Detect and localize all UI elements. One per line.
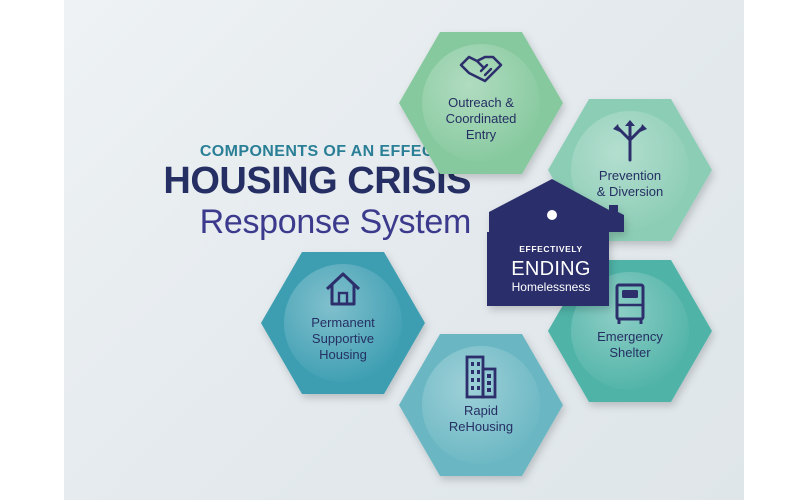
house-window-dot — [547, 210, 557, 220]
bed-icon — [615, 283, 645, 324]
center-house: EFFECTIVELY ENDING Homelessness — [487, 179, 624, 306]
hexagon-highlight — [570, 110, 690, 230]
center-line2: ENDING — [511, 258, 591, 280]
center-line3: Homelessness — [512, 280, 591, 294]
component-label-line: Shelter — [609, 345, 651, 360]
hexagon-highlight — [421, 345, 541, 465]
component-label-line: & Diversion — [597, 184, 663, 199]
house-icon — [325, 272, 361, 306]
component-label-line: Permanent — [311, 315, 375, 330]
split-arrows-icon — [613, 120, 647, 162]
component-label-line: Emergency — [597, 329, 663, 344]
infographic-card: COMPONENTS OF AN EFFECTIVE HOUSING CRISI… — [64, 0, 744, 500]
component-label-line: Coordinated — [446, 111, 517, 126]
component-label-line: Entry — [466, 127, 497, 142]
component-label-line: Housing — [319, 347, 367, 362]
hexagon-highlight — [421, 43, 541, 163]
heading-eyebrow: COMPONENTS OF AN EFFECTIVE — [199, 143, 471, 160]
component-label-line: Prevention — [599, 168, 661, 183]
house-shape — [487, 179, 624, 306]
component-label-line: Outreach & — [448, 95, 514, 110]
component-label-line: ReHousing — [449, 419, 513, 434]
heading-main: HOUSING CRISIS — [163, 160, 471, 202]
handshake-icon — [459, 55, 503, 83]
hexagon-highlight — [283, 263, 403, 383]
building-icon — [465, 355, 497, 399]
component-label-line: Supportive — [312, 331, 374, 346]
heading-sub: Response System — [199, 203, 472, 241]
center-line1: EFFECTIVELY — [519, 244, 582, 254]
component-label-line: Rapid — [464, 403, 498, 418]
